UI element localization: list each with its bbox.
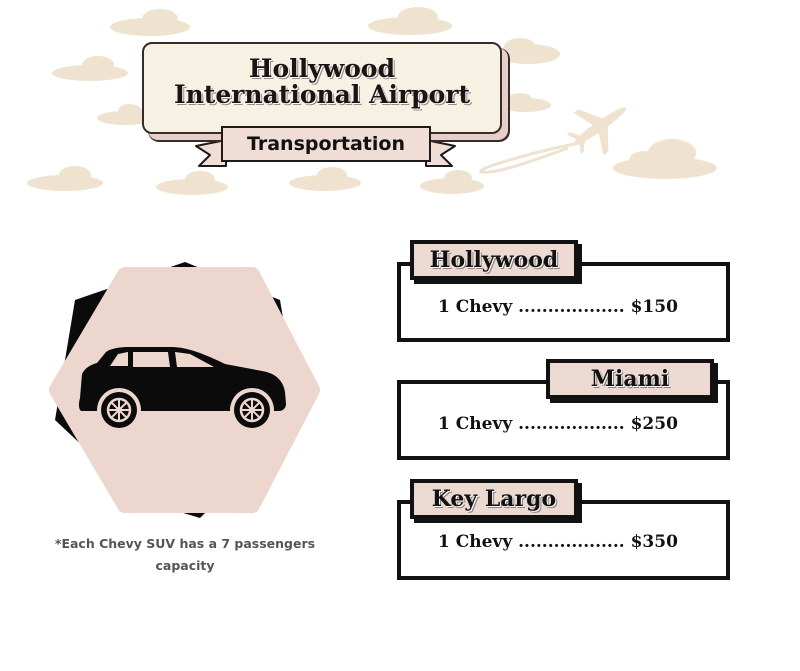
suv-car-icon — [78, 347, 287, 432]
cloud-icon — [156, 171, 228, 195]
subtitle-ribbon: Transportation — [221, 126, 431, 162]
price-line-key-largo: 1 Chevy .................. $350 — [438, 532, 678, 552]
airplane-icon — [566, 107, 627, 156]
page-title-line1: Hollywood — [248, 54, 396, 83]
cloud-icon — [420, 170, 484, 194]
destination-tab-miami: Miami — [546, 359, 714, 399]
cloud-icon — [368, 7, 452, 35]
cloud-icon — [110, 9, 190, 36]
price-line-hollywood: 1 Chevy .................. $150 — [438, 297, 678, 317]
cloud-icon — [52, 56, 128, 81]
price-line-miami: 1 Chevy .................. $250 — [438, 414, 678, 434]
cloud-icon — [97, 104, 153, 125]
capacity-note-line2: capacity — [155, 558, 215, 573]
cloud-icon — [289, 167, 361, 191]
cloud-icon — [27, 166, 103, 191]
destination-tab-hollywood: Hollywood — [410, 240, 578, 280]
clouds — [27, 7, 717, 195]
flight-path — [479, 140, 586, 174]
page-title-line2: International Airport — [173, 80, 471, 109]
capacity-note: *Each Chevy SUV has a 7 passengers capac… — [40, 533, 330, 577]
cloud-icon — [499, 93, 551, 112]
capacity-note-line1: *Each Chevy SUV has a 7 passengers — [54, 536, 316, 551]
cloud-icon — [496, 38, 560, 64]
destination-tab-key-largo: Key Largo — [410, 479, 578, 519]
cloud-icon — [613, 139, 717, 179]
title-plaque: Hollywood International Airport — [142, 42, 502, 134]
